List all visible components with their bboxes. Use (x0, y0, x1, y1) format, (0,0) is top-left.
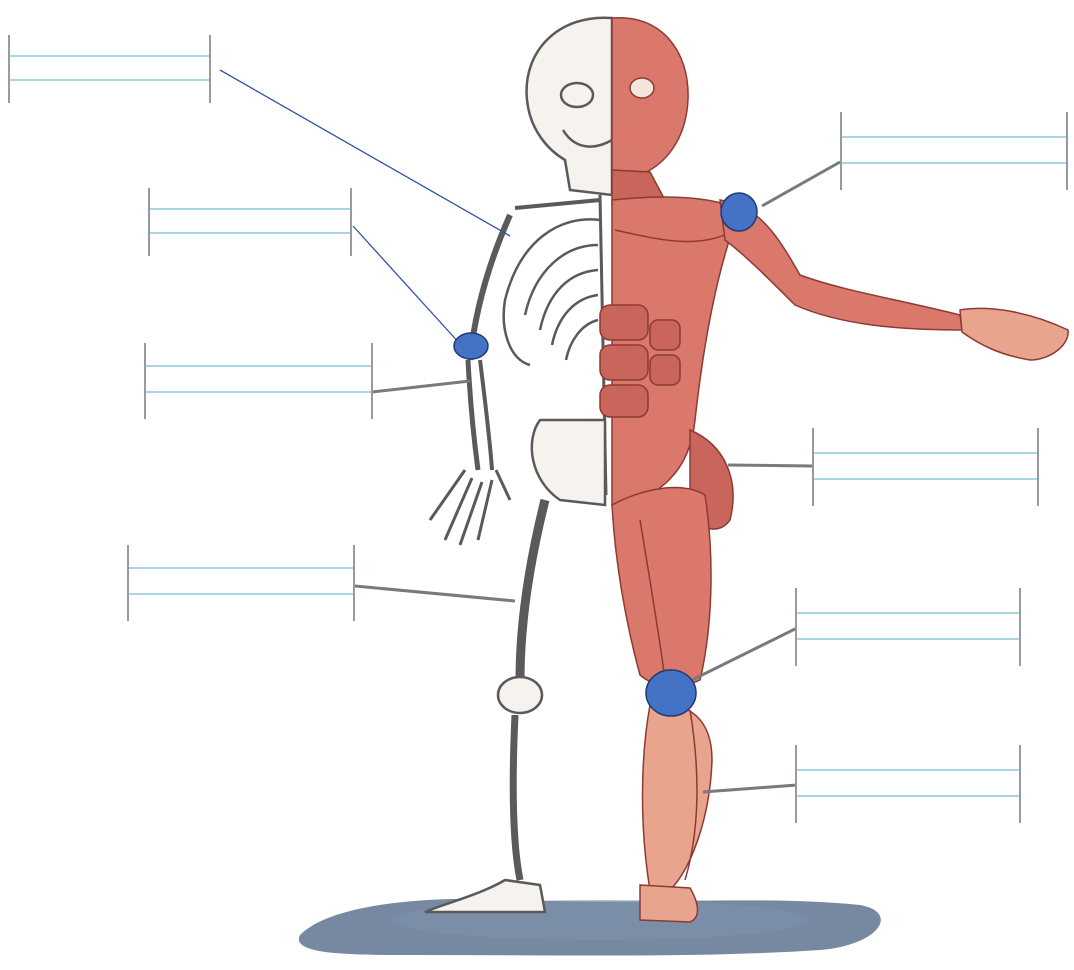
pointer-line-8 (703, 785, 797, 792)
label-box-6[interactable] (812, 428, 1039, 506)
rule-line (10, 55, 209, 57)
rule-line (842, 136, 1066, 138)
label-box-4[interactable] (127, 545, 355, 621)
label-box-5[interactable] (840, 112, 1068, 190)
rule-line (150, 208, 350, 210)
pointer-line-5 (762, 162, 840, 206)
rule-line (797, 769, 1019, 771)
rule-line (842, 162, 1066, 164)
label-box-3[interactable] (144, 343, 373, 419)
marker-knee (646, 670, 696, 716)
rule-line (814, 452, 1037, 454)
marker-shoulder (721, 193, 757, 231)
rule-line (797, 795, 1019, 797)
marker-elbow (454, 333, 488, 359)
label-box-8[interactable] (795, 745, 1021, 823)
rule-line (814, 478, 1037, 480)
rule-line (797, 638, 1019, 640)
label-box-1[interactable] (8, 35, 211, 103)
rule-line (129, 593, 353, 595)
rule-line (797, 612, 1019, 614)
skeleton-half (425, 18, 612, 912)
pointer-line-4 (355, 586, 515, 601)
pointer-line-6 (728, 465, 812, 466)
rule-line (10, 79, 209, 81)
rule-line (129, 567, 353, 569)
rule-line (150, 232, 350, 234)
label-box-2[interactable] (148, 188, 352, 256)
ground-shadow (299, 899, 881, 956)
pointer-line-2 (353, 226, 461, 345)
rule-line (146, 365, 371, 367)
pointer-line-3 (372, 381, 470, 392)
rule-line (146, 391, 371, 393)
label-box-7[interactable] (795, 588, 1021, 666)
